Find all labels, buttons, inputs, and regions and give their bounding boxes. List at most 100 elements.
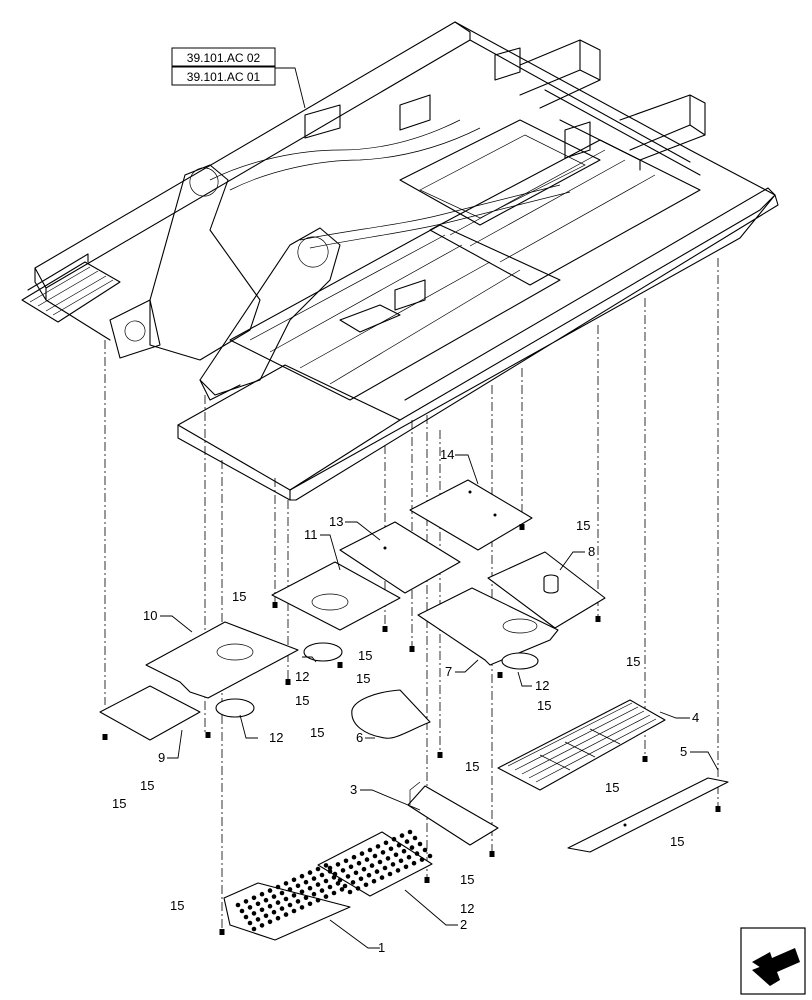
bolt [409,646,415,652]
perforation [417,841,423,847]
plate-10[interactable] [145,621,299,699]
hole [311,593,349,611]
perforation [403,864,409,870]
plate-11[interactable] [271,561,401,631]
perforation [348,864,354,870]
callout-12[interactable]: 12 [460,901,474,916]
perforation [356,860,362,866]
perforation [369,863,375,868]
cover-plates [99,479,729,941]
callout-15[interactable]: 15 [310,725,324,740]
perforation [279,890,285,896]
callout-12[interactable]: 12 [535,678,549,693]
callout-15[interactable]: 15 [358,648,372,663]
perforation [364,857,370,862]
bolt [437,752,443,758]
perforation [323,894,329,899]
callout-15[interactable]: 15 [140,778,154,793]
bolt [489,851,495,857]
grille-4[interactable] [497,699,666,791]
perforation [239,908,245,914]
perforation [263,913,269,919]
plate-14[interactable] [409,479,533,551]
callout-15[interactable]: 15 [460,872,474,887]
plate-13[interactable] [339,521,461,594]
callout-2[interactable]: 2 [460,917,467,932]
perforation [263,897,269,903]
reference-link[interactable]: 39.101.AC 02 [187,51,261,65]
callout-14[interactable]: 14 [440,447,454,462]
hole [216,643,254,661]
perforation [251,895,257,901]
plate-8[interactable] [487,551,606,629]
callout-1[interactable]: 1 [378,940,385,955]
callout-15[interactable]: 15 [626,654,640,669]
strip-5[interactable] [567,777,729,853]
perforation [267,888,273,893]
callout-9[interactable]: 9 [158,750,165,765]
callout-15[interactable]: 15 [295,693,309,708]
perforation [267,903,273,909]
bolt [424,877,430,883]
perforated-plate-2[interactable] [317,831,433,897]
plate-6[interactable] [351,689,431,739]
arrow-base [752,962,780,986]
perforation [283,881,289,886]
plate-3[interactable] [407,785,499,846]
perforation [307,885,313,891]
gasket-ring[interactable] [501,652,539,670]
callout-15[interactable]: 15 [465,759,479,774]
callout-15[interactable]: 15 [170,898,184,913]
callout-15[interactable]: 15 [670,834,684,849]
callout-15[interactable]: 15 [112,796,126,811]
perforation [279,906,285,911]
perforation [393,852,399,858]
perforation [323,863,329,868]
reference-link[interactable]: 39.101.AC 01 [187,70,261,84]
plate-7[interactable] [417,587,559,666]
perforation [287,887,293,892]
perforation [243,899,249,904]
callout-8[interactable]: 8 [588,544,595,559]
callout-6[interactable]: 6 [356,730,363,745]
perforation [372,853,378,859]
reference-box-1[interactable] [171,47,276,67]
callout-15[interactable]: 15 [537,698,551,713]
reference-box-2[interactable] [171,66,276,86]
perforation [340,868,346,873]
bolt [595,616,601,622]
perforation [342,883,348,889]
callout-15[interactable]: 15 [576,518,590,533]
perforation [315,882,321,887]
callout-15[interactable]: 15 [605,780,619,795]
perforation [380,850,386,855]
callout-13[interactable]: 13 [329,514,343,529]
gasket-ring[interactable] [215,698,255,718]
callout-15[interactable]: 15 [356,671,370,686]
callout-11[interactable]: 11 [304,527,318,542]
bolt [219,929,225,935]
perforation [422,847,428,853]
arrow-icon[interactable] [740,927,806,995]
callout-12[interactable]: 12 [269,730,283,745]
perforation [385,856,391,861]
perforation [355,886,361,891]
perforation [377,859,383,865]
perforation [374,869,380,874]
callout-7[interactable]: 7 [445,664,452,679]
perforation [412,835,418,841]
callout-15[interactable]: 15 [232,589,246,604]
perforation [358,876,364,882]
perforation [295,883,301,889]
gasket-ring[interactable] [303,642,343,662]
perforation [247,905,253,910]
callout-5[interactable]: 5 [680,744,687,759]
perforation [350,880,356,885]
callout-12[interactable]: 12 [295,669,309,684]
plate-9[interactable] [99,685,201,741]
perforation [287,902,293,908]
callout-4[interactable]: 4 [692,710,699,725]
callout-10[interactable]: 10 [143,608,157,623]
callout-3[interactable]: 3 [350,782,357,797]
